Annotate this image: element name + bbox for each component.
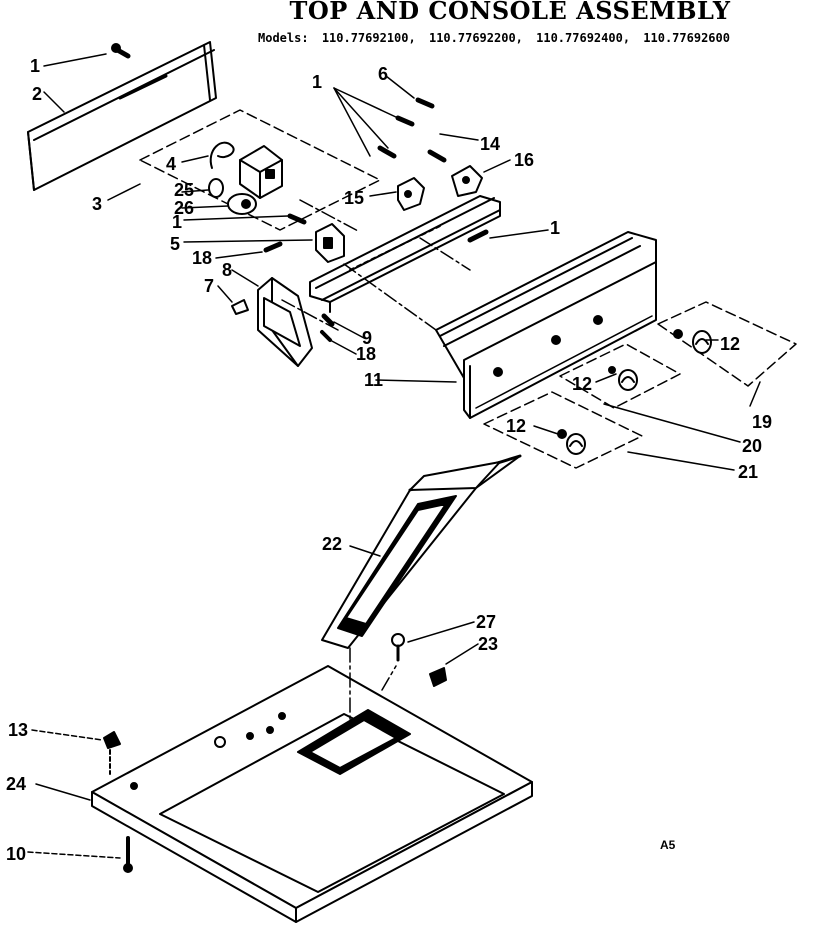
callout-number: 9 [362,328,372,348]
bracket-16-part [451,165,483,197]
control-panel-part [435,231,657,419]
knob-part [566,433,586,455]
callout-number: 1 [312,72,322,92]
callout-number: 7 [204,276,214,296]
switch-part [227,193,257,215]
diagram-title: TOP AND CONSOLE ASSEMBLY [289,0,731,25]
callout-number: 14 [480,134,500,154]
timer-part [239,145,283,199]
callout-number: 16 [514,150,534,170]
switch-bracket-part [397,177,425,211]
callout-number: 26 [174,198,194,218]
control-bracket-part [309,195,501,313]
callout-number: 24 [6,774,26,794]
knob-part [618,369,638,391]
callout-number: 1 [172,212,182,232]
model-numbers: Models: 110.77692100, 110.77692200, 110.… [258,31,730,45]
callout-number: 15 [344,188,364,208]
callout-number: 20 [742,436,762,456]
callout-number: 12 [720,334,740,354]
callout-number: 18 [192,248,212,268]
dryer-top-part [91,665,533,923]
lint-filter-part [321,454,522,649]
callout-number: 19 [752,412,772,432]
callout-number: 4 [166,154,176,174]
drawing-code: A5 [660,838,676,852]
rear-panel-part [27,41,217,191]
screw-part [391,633,405,662]
callout-number: 22 [322,534,342,554]
callout-number: 1 [550,218,560,238]
callout-number: 5 [170,234,180,254]
wire-clip-part [209,141,235,169]
clip-part [231,299,249,315]
callout-number: 3 [92,194,102,214]
models-label: Models: [258,31,309,45]
bracket-part [315,223,345,263]
knob-part [692,330,712,354]
callout-number: 23 [478,634,498,654]
callout-number: 6 [378,64,388,84]
model-number: 110.77692100, [321,31,416,45]
callout-number: 2 [32,84,42,104]
callout-number: 25 [174,180,194,200]
callout-number: 13 [8,720,28,740]
end-cap-part [257,277,313,367]
model-number: 110.77692400, [536,31,631,45]
screw-part [123,836,133,873]
callout-number: 11 [364,370,383,390]
callout-number: 21 [738,462,758,482]
model-number: 110.77692200, [428,31,523,45]
callout-number: 1 [30,56,40,76]
nut-part [429,667,447,687]
callout-number: 12 [572,374,592,394]
model-number: 110.77692600 [643,31,730,45]
callout-number: 27 [476,612,496,632]
callout-number: 8 [222,260,232,280]
knob-part [208,178,224,198]
screw-part [111,43,131,59]
callout-number: 10 [6,844,26,864]
callout-number: 18 [356,344,376,364]
callout-number: 12 [506,416,526,436]
bumper-part [103,731,121,749]
